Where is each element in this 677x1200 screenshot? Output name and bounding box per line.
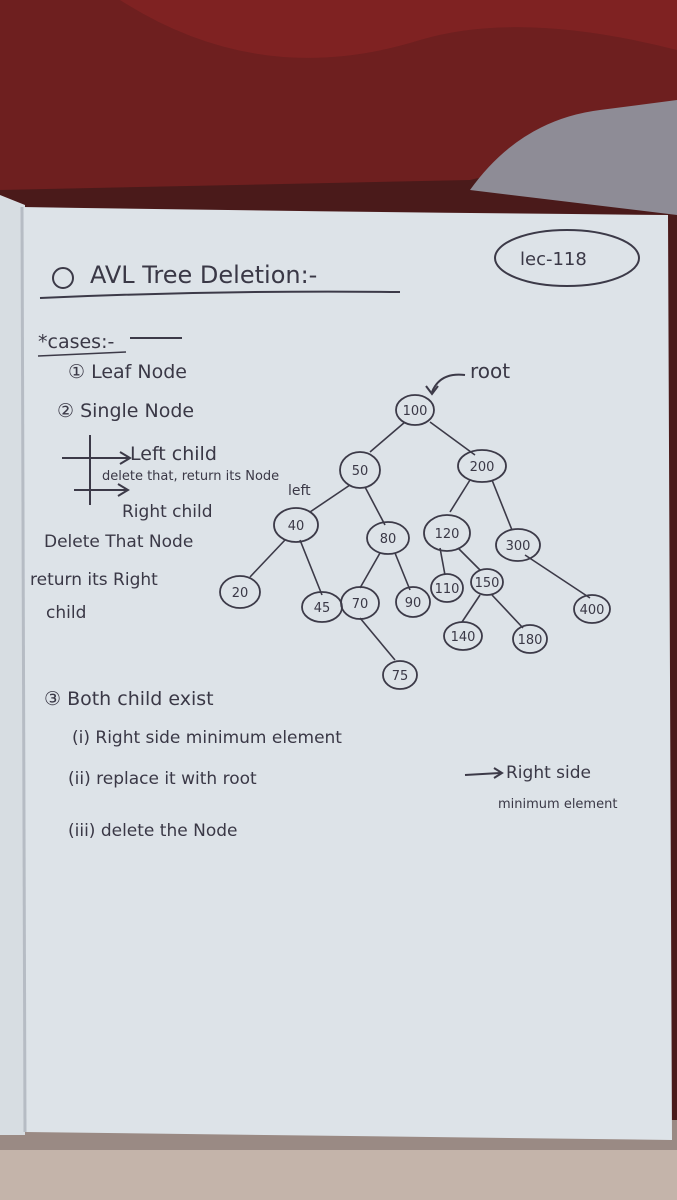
tree-node: 75 — [392, 669, 409, 684]
page-title: AVL Tree Deletion:- — [90, 261, 317, 289]
tree-node: 70 — [352, 597, 369, 612]
lecture-tag-oval — [494, 229, 640, 287]
tree-node: 80 — [380, 532, 397, 547]
tree-node: 120 — [435, 527, 460, 542]
title-underline — [39, 290, 401, 299]
step-3: (iii) delete the Node — [68, 821, 237, 841]
tree-node: 400 — [580, 603, 605, 618]
tree-node: 110 — [435, 582, 460, 597]
tree-node: 50 — [352, 464, 369, 479]
child-label: child — [46, 603, 86, 623]
tree-node: 40 — [288, 519, 305, 534]
step-1: (i) Right side minimum element — [72, 728, 342, 748]
tree-node: 90 — [405, 596, 422, 611]
step-2-arrow-target: Right side — [506, 763, 591, 783]
tree-node: 180 — [518, 633, 543, 648]
return-right: return its Right — [30, 570, 158, 590]
step-2: (ii) replace it with root — [68, 769, 257, 789]
delete-that-node: Delete That Node — [44, 532, 193, 552]
tree-node: 100 — [403, 404, 428, 419]
tree-node: 45 — [314, 601, 331, 616]
tree-node: 300 — [506, 539, 531, 554]
left-label: left — [288, 483, 311, 499]
case-single-node: ② Single Node — [57, 400, 194, 422]
tree-node: 140 — [451, 630, 476, 645]
case-leaf-node: ① Leaf Node — [68, 361, 187, 383]
bullet-icon — [52, 267, 74, 289]
root-label: root — [470, 359, 510, 383]
left-child-label: Left child — [130, 443, 217, 465]
lecture-tag: lec-118 — [520, 249, 587, 270]
case-both-child: ③ Both child exist — [44, 688, 214, 710]
tree-edges — [249, 421, 591, 661]
right-child-label: Right child — [122, 502, 213, 522]
root-arrow — [431, 373, 466, 393]
step-2-note: minimum element — [498, 797, 617, 812]
left-child-note: delete that, return its Node — [102, 469, 279, 484]
tree-node: 20 — [232, 586, 249, 601]
cases-heading: *cases:- — [38, 331, 114, 353]
tree-node: 150 — [475, 576, 500, 591]
tree-node: 200 — [470, 460, 495, 475]
